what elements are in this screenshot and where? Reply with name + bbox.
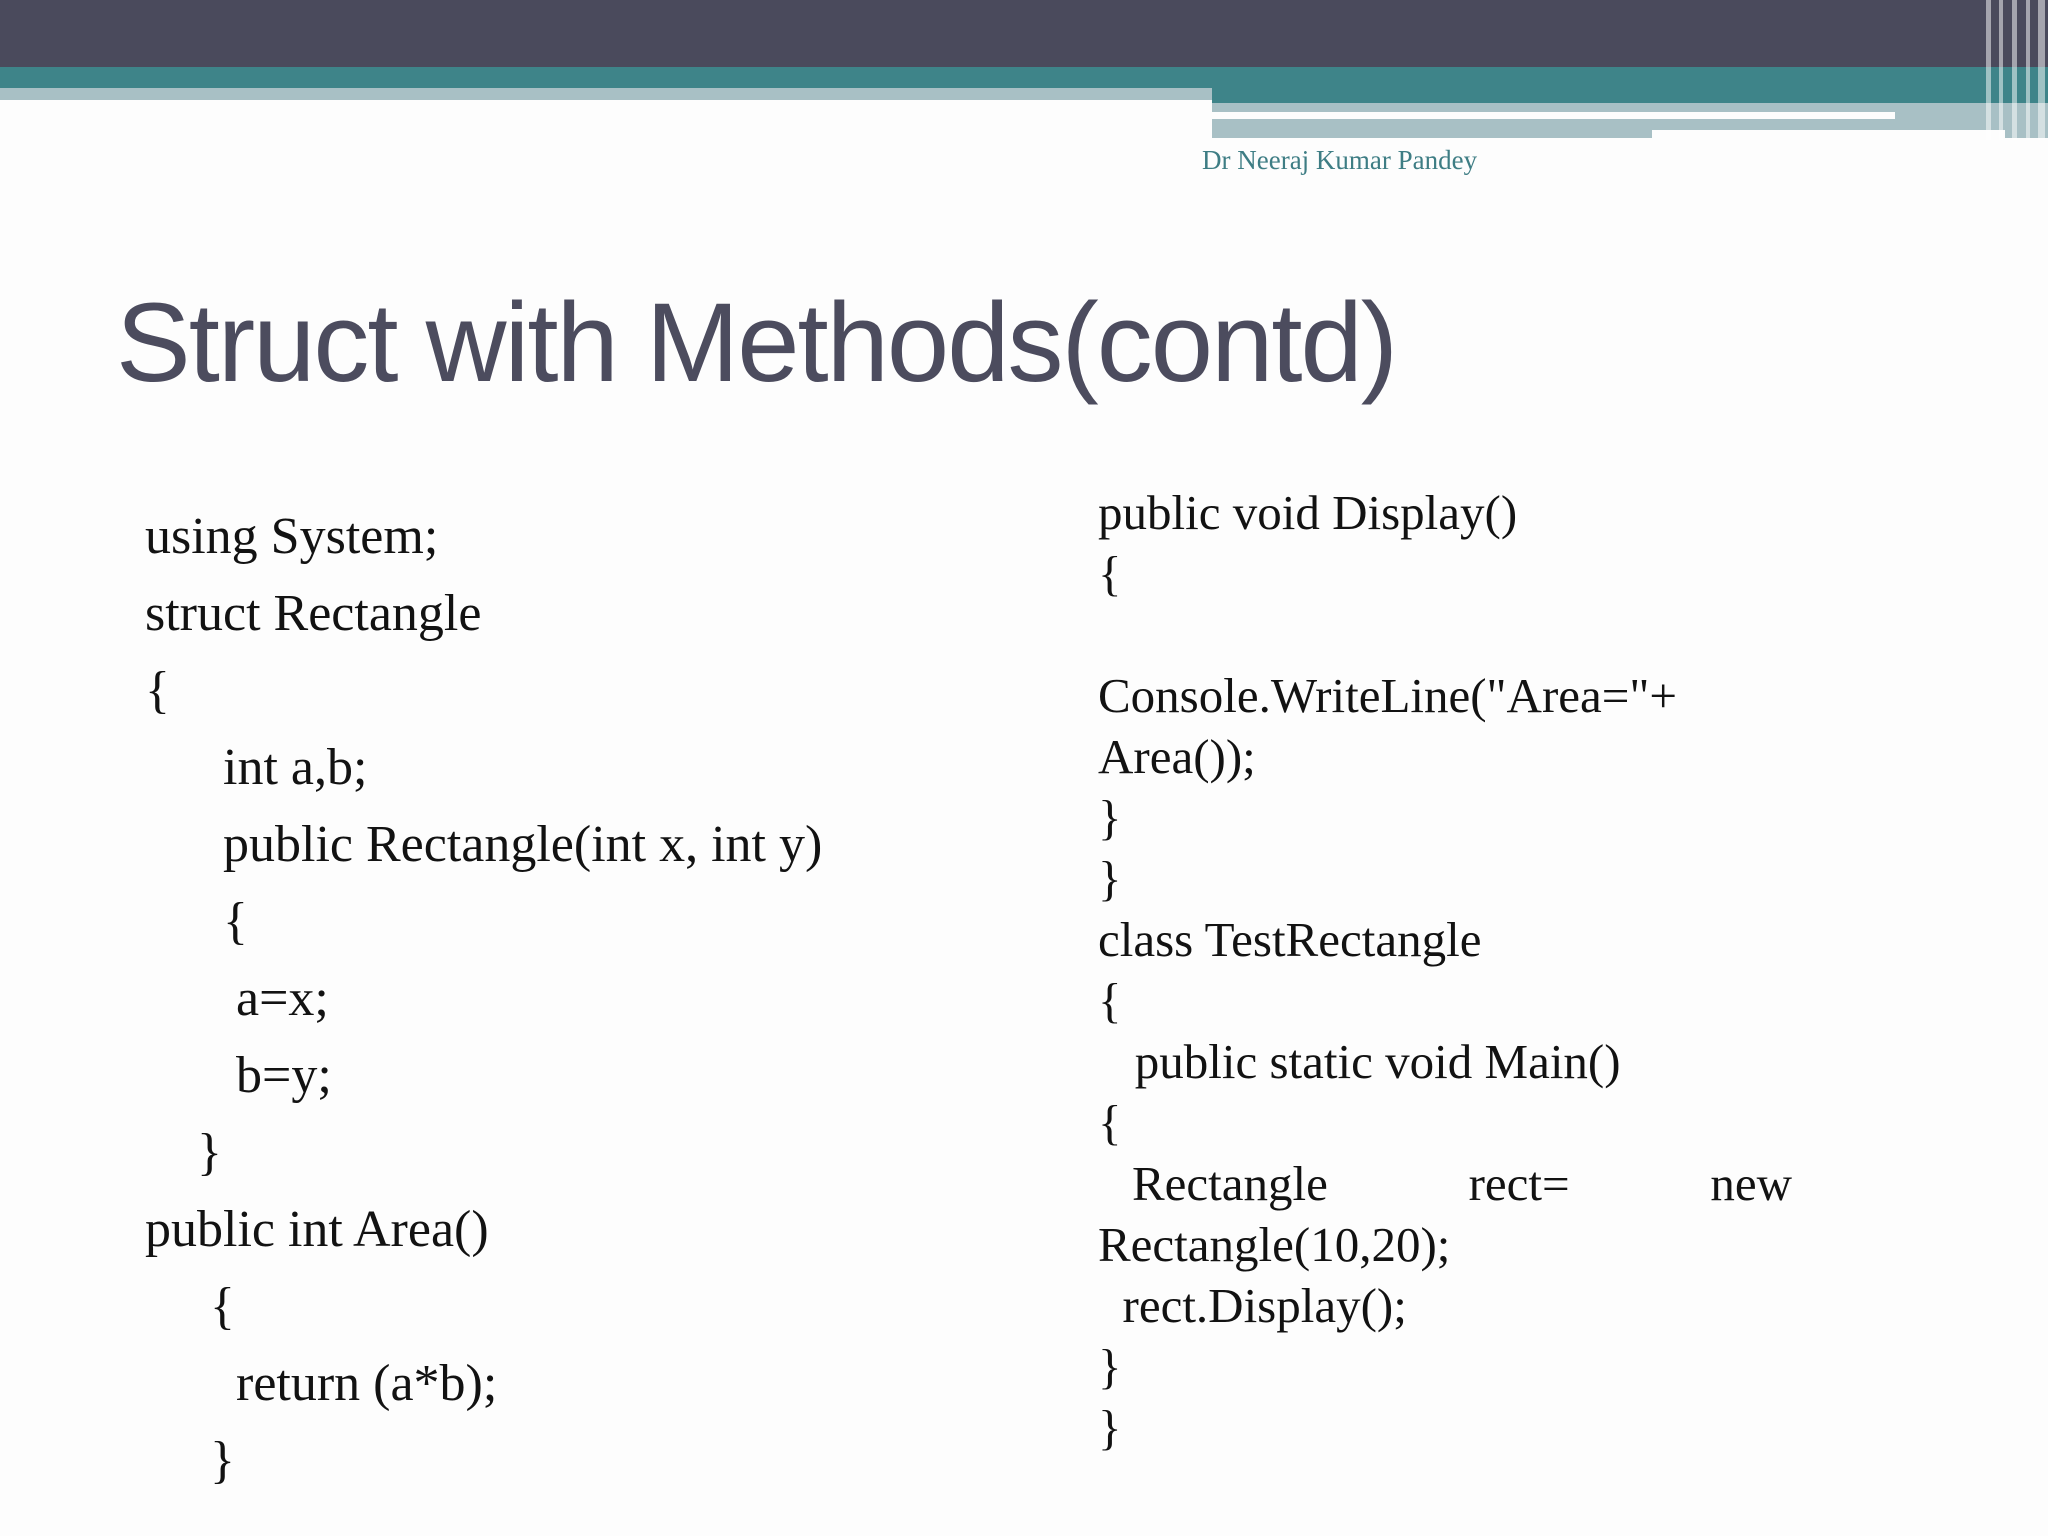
vertical-stripe <box>2026 0 2030 140</box>
code-line: public void Display() <box>1098 485 1518 540</box>
header-white-notch <box>1652 130 2005 138</box>
header-bar-teal <box>0 67 2048 88</box>
code-line: } <box>1098 790 1122 845</box>
code-line: { <box>145 893 248 950</box>
code-block-right: public void Display() { Console.WriteLin… <box>1098 482 1798 1458</box>
code-line: { <box>145 662 170 719</box>
code-line: Console.WriteLine("Area="+ <box>1098 668 1678 723</box>
code-line: } <box>1098 1400 1122 1455</box>
code-line: { <box>145 1278 235 1335</box>
code-line: } <box>1098 851 1122 906</box>
code-line: } <box>145 1124 222 1181</box>
code-line: class TestRectangle <box>1098 912 1482 967</box>
vertical-stripe <box>2038 0 2045 140</box>
code-line: { <box>1098 973 1122 1028</box>
code-line: return (a*b); <box>145 1355 498 1412</box>
code-line: a=x; <box>145 970 329 1027</box>
code-line: Rectangle rect= new <box>1132 1156 1792 1211</box>
slide-title: Struct with Methods(contd) <box>116 280 1398 405</box>
code-line: rect.Display(); <box>1098 1278 1407 1333</box>
code-block-left: using System; struct Rectangle { int a,b… <box>145 498 1095 1499</box>
code-line: { <box>1098 546 1122 601</box>
header-bar-teal-right-extension <box>1212 88 2048 103</box>
header-band-steel-left <box>0 88 1212 100</box>
vertical-stripe <box>1986 0 1991 140</box>
header-white-stripe <box>1212 112 1895 119</box>
header-bar-dark <box>0 0 2048 67</box>
code-line-blank <box>1098 604 1798 665</box>
code-line: public Rectangle(int x, int y) <box>145 816 823 873</box>
vertical-stripe <box>2012 0 2017 140</box>
header-vertical-stripes <box>0 0 2048 140</box>
code-line: using System; <box>145 508 439 565</box>
code-line: b=y; <box>145 1047 332 1104</box>
code-line: public static void Main() <box>1098 1034 1621 1089</box>
code-line: public int Area() <box>145 1201 489 1258</box>
code-line: struct Rectangle <box>145 585 482 642</box>
code-line: Area()); <box>1098 729 1256 784</box>
code-line: int a,b; <box>145 739 368 796</box>
author-name: Dr Neeraj Kumar Pandey <box>1202 145 1478 175</box>
vertical-stripe <box>1999 0 2003 140</box>
code-line: { <box>1098 1095 1122 1150</box>
code-line: } <box>1098 1339 1122 1394</box>
code-line: } <box>145 1432 235 1489</box>
code-line: Rectangle(10,20); <box>1098 1217 1451 1272</box>
